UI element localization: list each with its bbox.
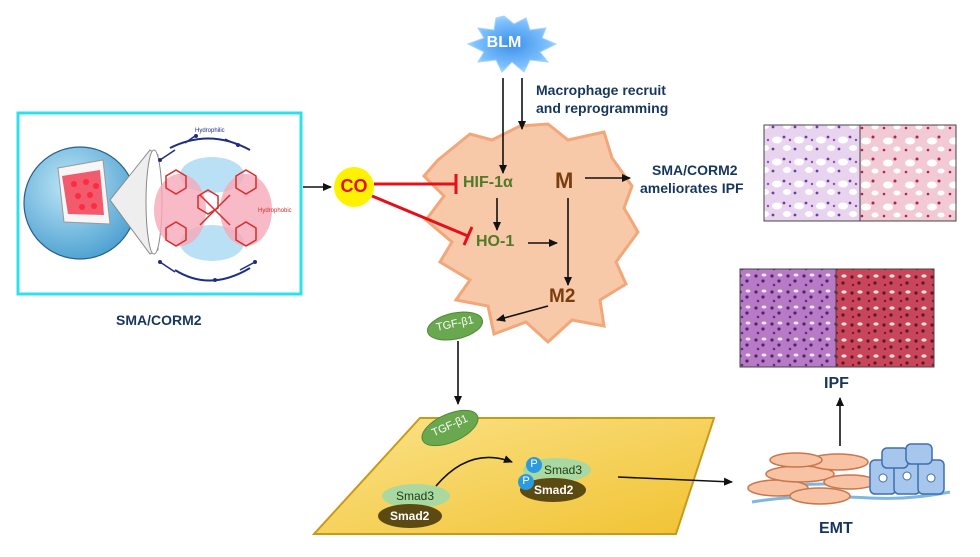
smad3-left-label: Smad3 <box>396 489 435 503</box>
sma-corm2-caption: SMA/CORM2 <box>116 312 202 328</box>
macrophage-note-line2: and reprogramming <box>536 100 669 116</box>
tgf-bottom-shape <box>421 409 479 447</box>
ho1-label: HO-1 <box>476 233 515 250</box>
emt-cells-icon <box>747 443 951 505</box>
co-label: CO <box>340 176 368 196</box>
p2-shape <box>518 474 534 490</box>
smad2-left-label: Smad2 <box>390 509 430 523</box>
epithelial-cell <box>311 417 716 535</box>
blm-label: BLM <box>486 34 522 51</box>
nanoparticle-icon <box>23 146 163 260</box>
smad2-left-shape <box>378 504 442 528</box>
tgf-top-shape <box>426 311 484 341</box>
macrophage-cell <box>421 122 640 345</box>
smad3-left-shape <box>382 484 450 508</box>
arrow-m2-to-tgf <box>496 305 549 322</box>
ipf-label: IPF <box>824 375 849 392</box>
m2-label: M2 <box>549 286 576 307</box>
arrow-smad-phosphorylation <box>435 455 513 487</box>
arrow-cell-to-emt <box>617 476 733 486</box>
histology-normal-icon <box>763 124 957 222</box>
hydrophilic-label: Hydrophilic <box>195 128 225 134</box>
smad2-right-shape <box>520 478 586 502</box>
smad2-right-label: Smad2 <box>534 483 574 497</box>
emt-label: EMT <box>819 520 853 537</box>
effect-line1: SMA/CORM2 <box>652 162 738 178</box>
histology-fibrotic-icon <box>739 268 935 368</box>
p2-label: P <box>522 475 530 487</box>
hif-label: HIF-1α <box>463 174 513 191</box>
p1-shape <box>526 457 542 473</box>
micelle-structure-icon <box>154 134 272 282</box>
blm-starburst <box>466 15 558 73</box>
effect-line2: ameliorates IPF <box>640 180 744 196</box>
co-circle <box>334 167 374 207</box>
p1-label: P <box>530 458 538 470</box>
inhibit-co-ho1 <box>371 194 469 238</box>
m-label: M <box>555 168 574 193</box>
smad3-right-label: Smad3 <box>544 463 583 477</box>
hydrophobic-label: Hydrophobic <box>258 208 292 214</box>
macrophage-note-line1: Macrophage recruit <box>536 82 666 98</box>
